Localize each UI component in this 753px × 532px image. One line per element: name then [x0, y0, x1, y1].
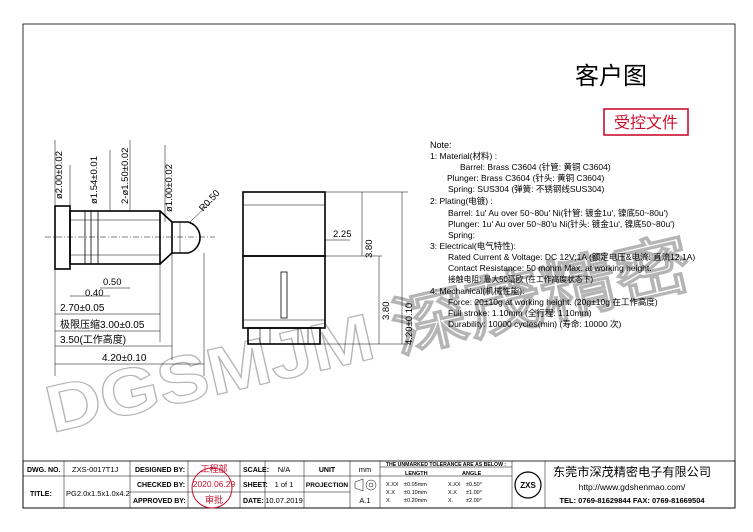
note-line: Plunger: Brass C3604 (针头: 黄铜 C3604) — [447, 173, 604, 183]
note-line: 1: Material(材料) : — [430, 151, 497, 161]
tol-row-value: ±0.05mm — [404, 482, 427, 488]
projection-label: PROJECTION — [306, 482, 349, 489]
revision-value: A.1 — [359, 496, 370, 505]
tol-row-angle-key: X.X — [448, 490, 457, 496]
company-name: 东莞市深茂精密电子有限公司 — [553, 464, 711, 479]
dim-radius-050: R0.50 — [197, 188, 222, 214]
tol-row-angle-value: ±0.50° — [466, 482, 482, 488]
scale-value: N/A — [278, 465, 291, 474]
title-value: PG2.0x1.5x1.0x4.2 — [66, 489, 130, 498]
section-view: 2.25 3.80 3.80 4.20±0.10 — [242, 191, 415, 345]
title-block: DWG. NO. ZXS-0017T1J TITLE: PG2.0x1.5x1.… — [22, 460, 736, 509]
unit-value: mm — [359, 465, 372, 474]
controlled-stamp-text: 受控文件 — [614, 114, 678, 132]
dim-380-upper: 3.80 — [364, 240, 375, 259]
note-line: 2: Plating(电镀) : — [430, 196, 493, 206]
checked-label: CHECKED BY: — [137, 482, 185, 489]
dim-length-300: 极限压缩3.00±0.05 — [60, 318, 145, 331]
dim-225: 2.25 — [333, 229, 352, 240]
dim-diameter-200: ø2.00±0.02 — [54, 151, 65, 199]
note-line: Plunger: 1u' Au over 50~80'u Ni(针头: 镀金1u… — [448, 219, 675, 229]
dim-length-350: 3.50(工作高度) — [60, 333, 126, 346]
controlled-stamp: 受控文件 — [603, 108, 689, 136]
dim-length-050: 0.50 — [103, 277, 122, 288]
note-line: Spring: — [448, 230, 475, 240]
company-logo-text: ZXS — [520, 481, 536, 490]
tol-row-angle-value: ±2.00° — [466, 498, 482, 504]
designed-label: DESIGNED BY: — [135, 467, 185, 474]
notes-block: Note: 1: Material(材料) : Barrel: Brass C3… — [430, 140, 695, 329]
tol-row-angle-key: X.XX — [448, 482, 461, 488]
dim-diameter-100: ø1.00±0.02 — [164, 164, 175, 212]
dim-length-040: 0.40 — [85, 288, 104, 299]
dim-diameter-150: 2-ø1.50±0.02 — [120, 148, 131, 204]
sheet-label: SHEET: — [243, 482, 268, 489]
approval-seal — [191, 467, 233, 509]
notes-heading: Note: — [430, 140, 452, 150]
company-website: http://www.gdshenmao.com/ — [579, 482, 686, 492]
tol-row-angle-value: ±1.00° — [466, 490, 482, 496]
approved-value: 审批 — [205, 494, 223, 505]
company-tel-fax: TEL: 0769-81629844 FAX: 0769-81669504 — [559, 496, 705, 505]
probe-pin-view: ø2.00±0.02 ø1.54±0.01 2-ø1.50±0.02 ø1.00… — [45, 140, 222, 376]
tol-row-key: X.XX — [386, 482, 399, 488]
dim-length-420: 4.20±0.10 — [102, 353, 147, 364]
note-line: Force: 20±10g at working height. (20g±10… — [448, 297, 658, 307]
tol-row-value: ±0.10mm — [404, 490, 427, 496]
dwg-no-label: DWG. NO. — [27, 467, 60, 474]
sheet-value: 1 of 1 — [275, 480, 294, 489]
note-line: Barrel: 1u' Au over 50~80u' Ni(针管: 镀金1u'… — [448, 208, 668, 218]
tolerance-header: THE UNMARKED TOLERANCE ARE AS BELOW : — [386, 462, 507, 468]
title-label: TITLE: — [30, 491, 52, 498]
tol-row-value: ±0.20mm — [404, 498, 427, 504]
date-label: DATE: — [243, 498, 264, 505]
note-line: 3: Electrical(电气特性): — [430, 241, 516, 251]
tolerance-length-label: LENGTH — [405, 471, 428, 477]
page-title: 客户图 — [575, 63, 647, 90]
tol-row-angle-key: X. — [448, 498, 454, 504]
unit-label: UNIT — [319, 467, 336, 474]
company-logo: ZXS — [514, 471, 542, 499]
scale-label: SCALE: — [243, 467, 269, 474]
note-line: 接触电阻: 最大50毫欧 (在工作高度状态下) — [448, 274, 594, 284]
approved-label: APPROVED BY: — [133, 498, 186, 505]
projection-symbol-icon — [354, 478, 377, 492]
dim-diameter-154: ø1.54±0.01 — [89, 156, 100, 204]
tol-row-key: X.X — [386, 490, 395, 496]
tolerance-angle-label: ANGLE — [462, 471, 482, 477]
dwg-no-value: ZXS-0017T1J — [72, 465, 119, 474]
date-value: 10.07.2019 — [265, 496, 303, 505]
checked-value: 2020.06.29 — [193, 479, 236, 489]
note-line: Durability: 10000 cycles(min) (寿命: 10000… — [448, 319, 622, 329]
note-line: 4: Mechanical(机械性能): — [430, 286, 524, 296]
dim-420-vertical: 4.20±0.10 — [404, 303, 415, 345]
dim-380-lower: 3.80 — [381, 302, 392, 321]
note-line: Barrel: Brass C3604 (针管: 黄铜 C3604) — [460, 162, 611, 172]
note-line: Rated Current & Voltage: DC 12V;1A (额定电压… — [448, 252, 695, 262]
note-line: Full stroke: 1.10mm (全行程: 1.10mm) — [448, 308, 592, 318]
dim-length-270: 2.70±0.05 — [60, 303, 105, 314]
note-line: Contact Resistance: 50 mohm Max. at work… — [448, 263, 652, 273]
tol-row-key: X. — [386, 498, 392, 504]
note-line: Spring: SUS304 (弹簧: 不锈钢线SUS304) — [448, 184, 605, 194]
